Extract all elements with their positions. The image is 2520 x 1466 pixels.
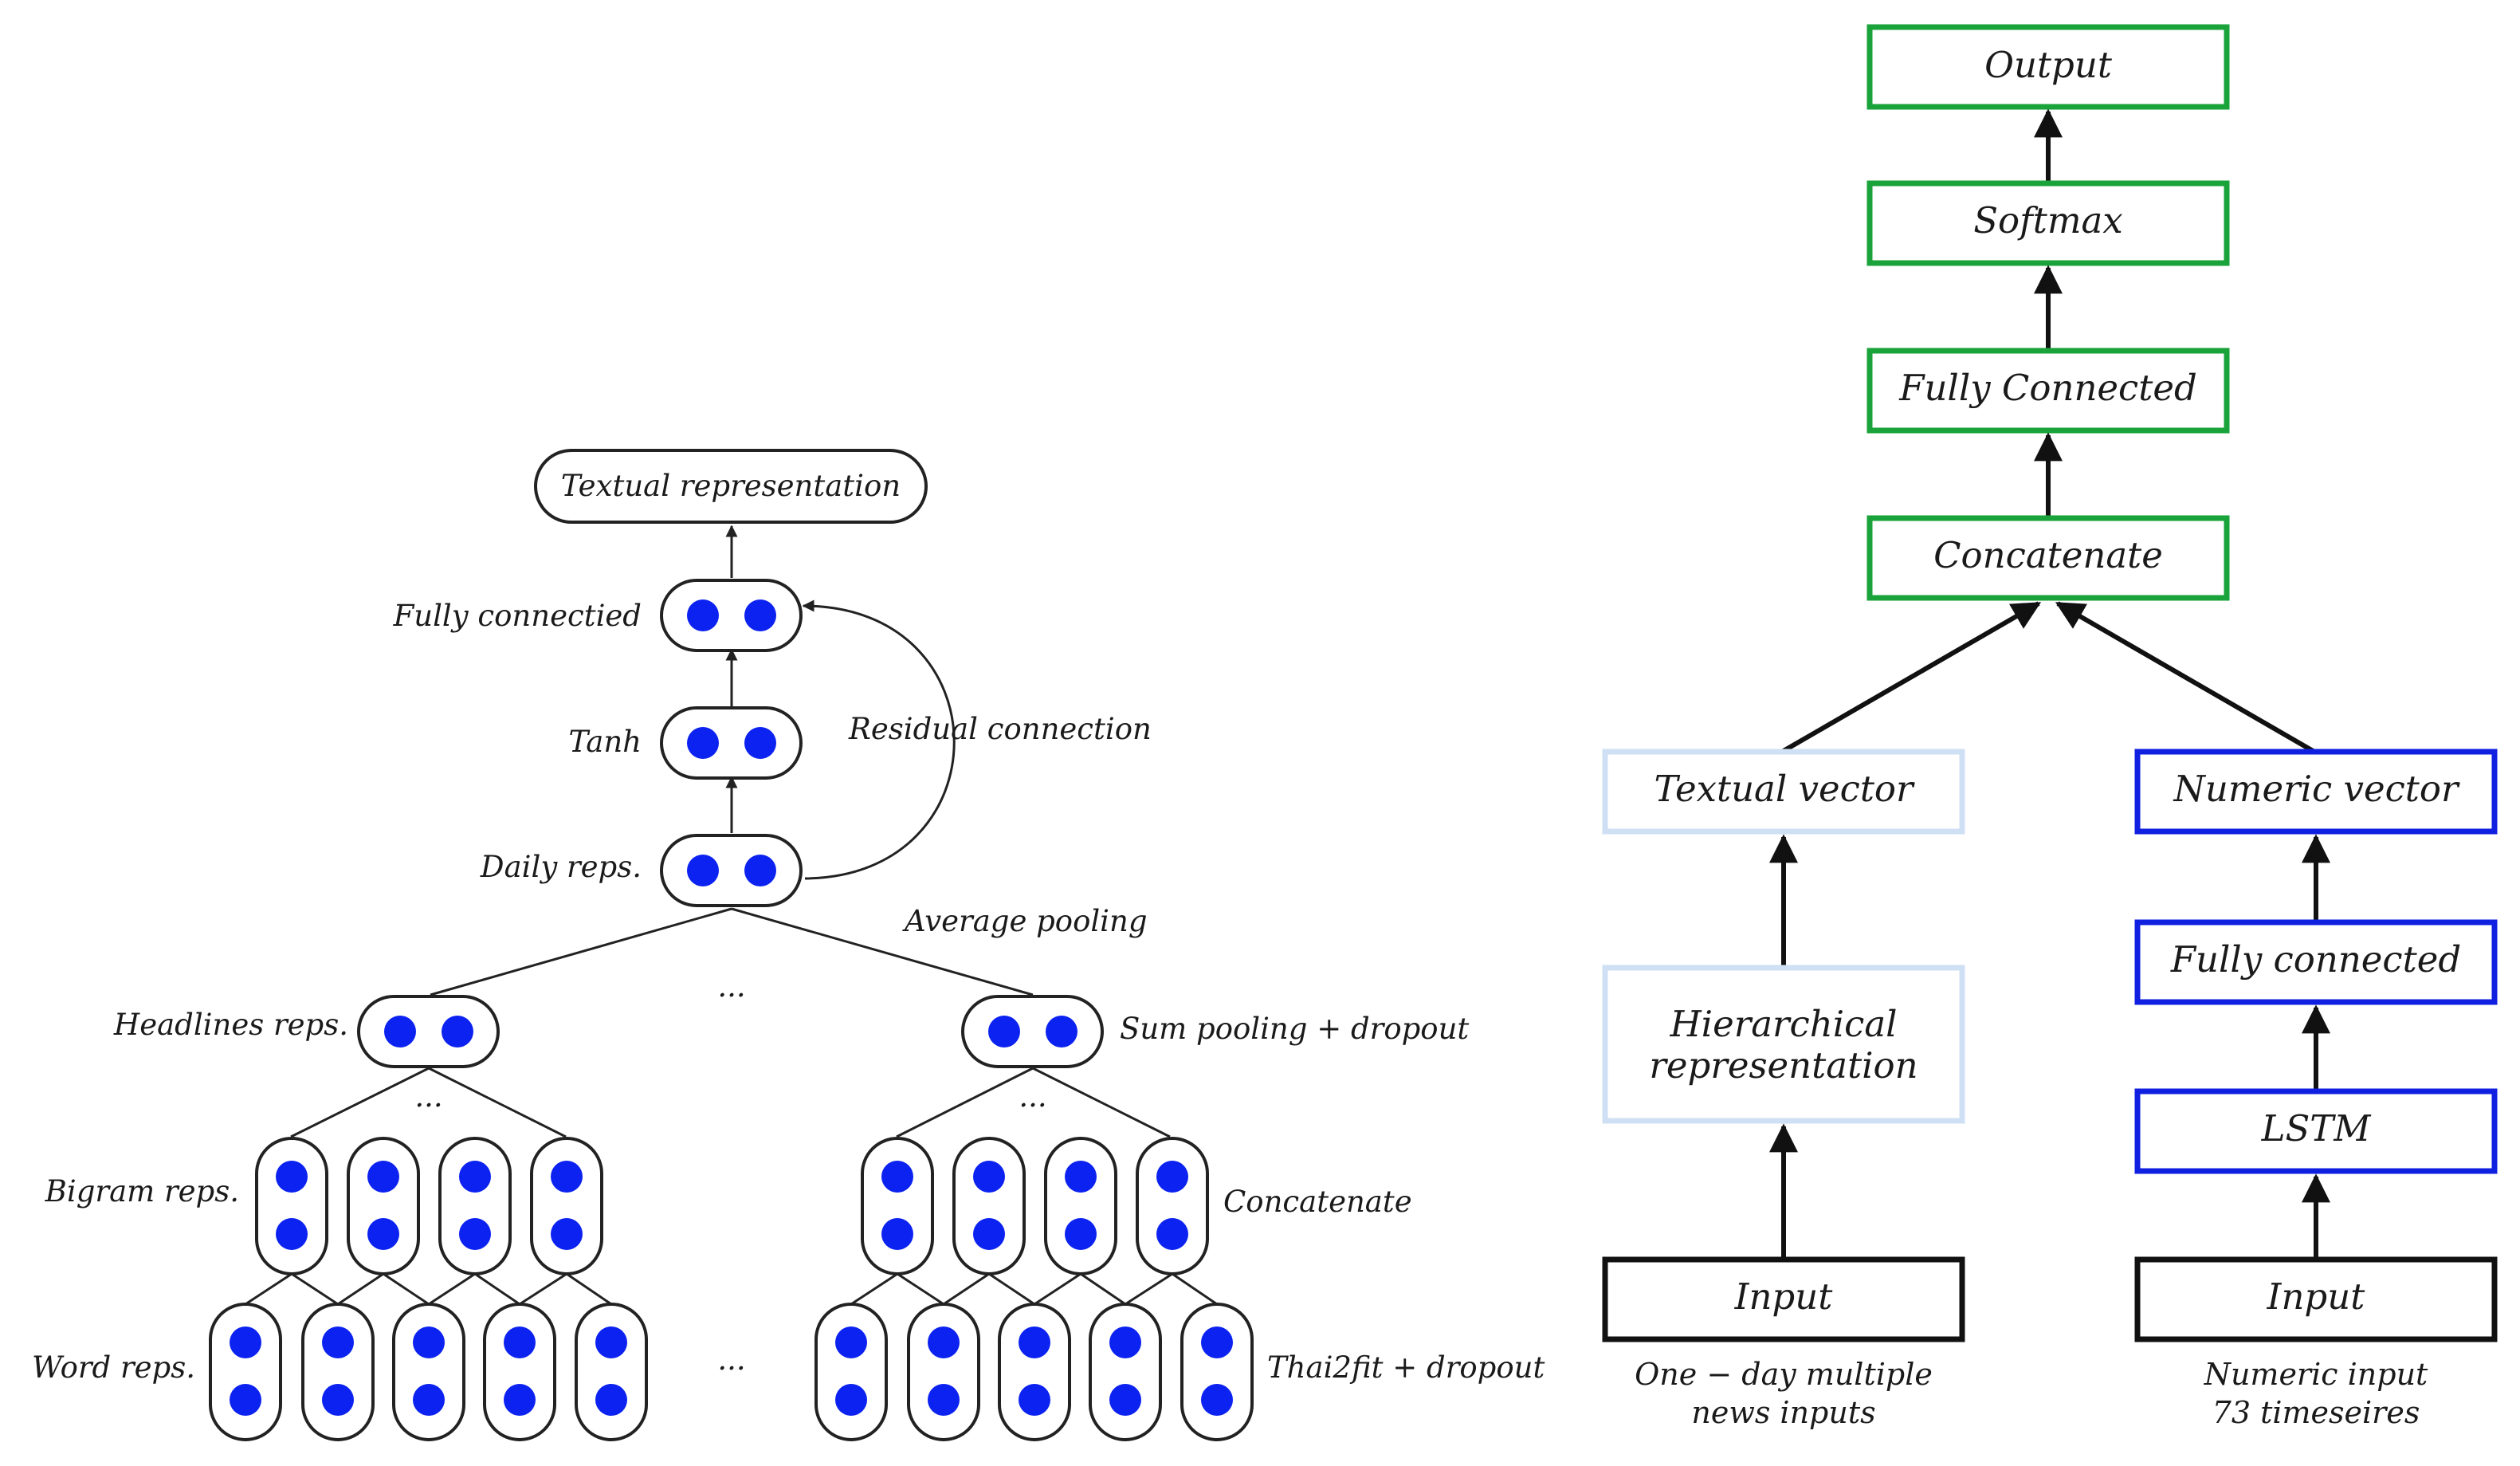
fully-connected-label: Fully connectied [393,599,642,633]
caption-right-line1: Numeric input [2204,1357,2428,1392]
textual-representation-label: Textual representation [561,469,901,503]
headlines-reps-capsule [357,995,500,1068]
sum-pooling-dropout-label: Sum pooling + dropout [1120,1012,1469,1046]
output-box [1866,24,2230,110]
fully-connected-numeric-label: Fully connected [2170,938,2461,981]
fully-connected-top-label: Fully Connected [1898,367,2197,409]
input-left-label: Input [1734,1275,1834,1318]
word-bigram-links-right [850,1272,1218,1306]
bigram-capsules-right [861,1137,1209,1275]
tanh-capsule [660,706,803,780]
fully-connected-box [1866,348,2230,434]
input-box-left [1602,1256,1965,1342]
ellipsis-mid: ... [717,969,745,1004]
thai2fit-dropout-label: Thai2fit + dropout [1267,1350,1545,1385]
average-pooling-label: Average pooling [902,904,1148,938]
textual-vector-box [1602,749,1965,835]
hierarchical-model-diagram: Textual representation Fully connectied … [32,449,1545,1441]
ellipsis-word: ... [717,1342,745,1377]
concatenate-right-label: Concatenate [1933,534,2163,576]
daily-reps-label: Daily reps. [480,850,642,884]
input-box-right [2134,1256,2498,1342]
lstm-label: LSTM [2261,1107,2372,1150]
word-capsules-left [209,1303,648,1441]
fully-connected-capsule [660,579,803,652]
input-right-label: Input [2267,1275,2366,1318]
residual-connection-arc [802,599,956,880]
textual-vector-label: Textual vector [1654,768,1915,810]
word-reps-label: Word reps. [32,1350,195,1385]
headlines-reps-label: Headlines reps. [113,1008,348,1042]
residual-connection-label: Residual connection [848,712,1152,746]
hierarchical-label-line1: Hierarchical [1669,1003,1897,1045]
concatenate-box [1866,515,2230,601]
bigram-capsules-left [255,1137,603,1275]
hierarchical-representation-box [1602,965,1965,1124]
lstm-box [2134,1088,2498,1174]
output-label: Output [1984,44,2113,86]
caption-right-line2: 73 timeseires [2212,1395,2420,1430]
caption-left-line2: news inputs [1691,1395,1875,1430]
tanh-label: Tanh [568,725,642,759]
ellipsis-right-bigram: ... [1019,1079,1046,1114]
caption-left-line1: One − day multiple [1635,1357,1933,1392]
daily-reps-capsule [660,834,803,907]
numeric-vector-label: Numeric vector [2173,768,2460,810]
word-bigram-links-left [245,1272,612,1306]
ellipsis-left-bigram: ... [414,1079,442,1114]
fusion-model-diagram: Output Softmax Fully Connected Concatena… [1602,24,2498,1430]
headline-capsule-right [961,995,1104,1068]
fully-connected-numeric-box [2134,919,2498,1005]
word-capsules-right [814,1303,1254,1441]
textual-representation-box [534,449,928,524]
concatenate-left-label: Concatenate [1223,1185,1412,1219]
numeric-vector-box [2134,749,2498,835]
hierarchical-label-line2: representation [1649,1044,1917,1087]
bigram-reps-label: Bigram reps. [45,1174,239,1209]
softmax-box [1866,180,2230,266]
softmax-label: Softmax [1973,199,2123,242]
